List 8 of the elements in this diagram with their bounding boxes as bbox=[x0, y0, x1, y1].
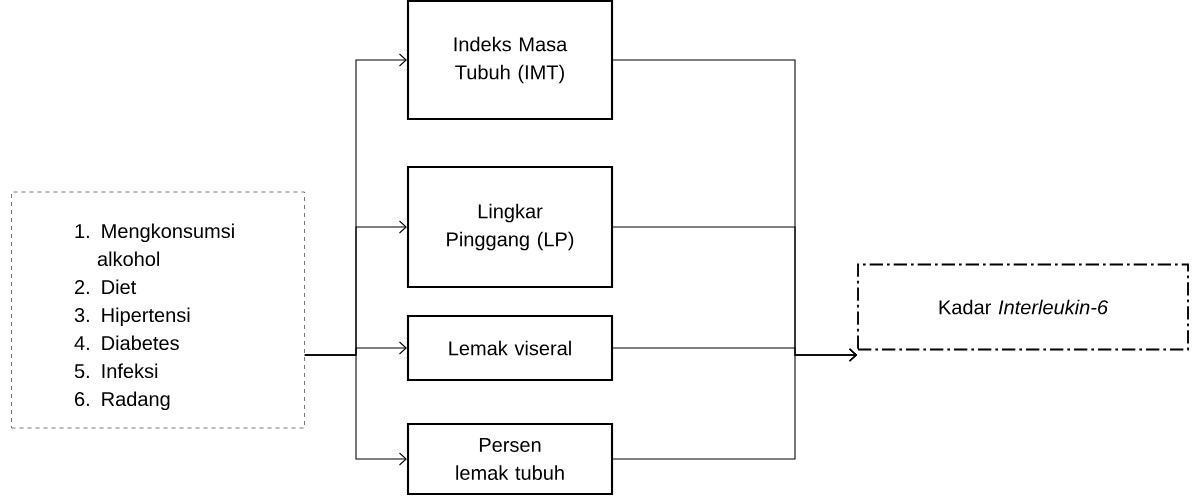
process-box: Persen lemak tubuh bbox=[406, 422, 614, 496]
list-box: 1. Mengkonsumsi alkohol 2. Diet 3. Hipertensi 4. Diabetes 5. Infeksi 6. Radang bbox=[11, 191, 305, 429]
arrow bbox=[612, 348, 858, 460]
process-box: Indeks Masa Tubuh (IMT) bbox=[406, 0, 614, 121]
outcome-box: Kadar Interleukin-6 bbox=[857, 263, 1189, 351]
process-box: Lingkar Pinggang (LP) bbox=[406, 165, 614, 289]
arrow bbox=[304, 354, 407, 466]
process-box: Lemak viseral bbox=[406, 314, 614, 382]
